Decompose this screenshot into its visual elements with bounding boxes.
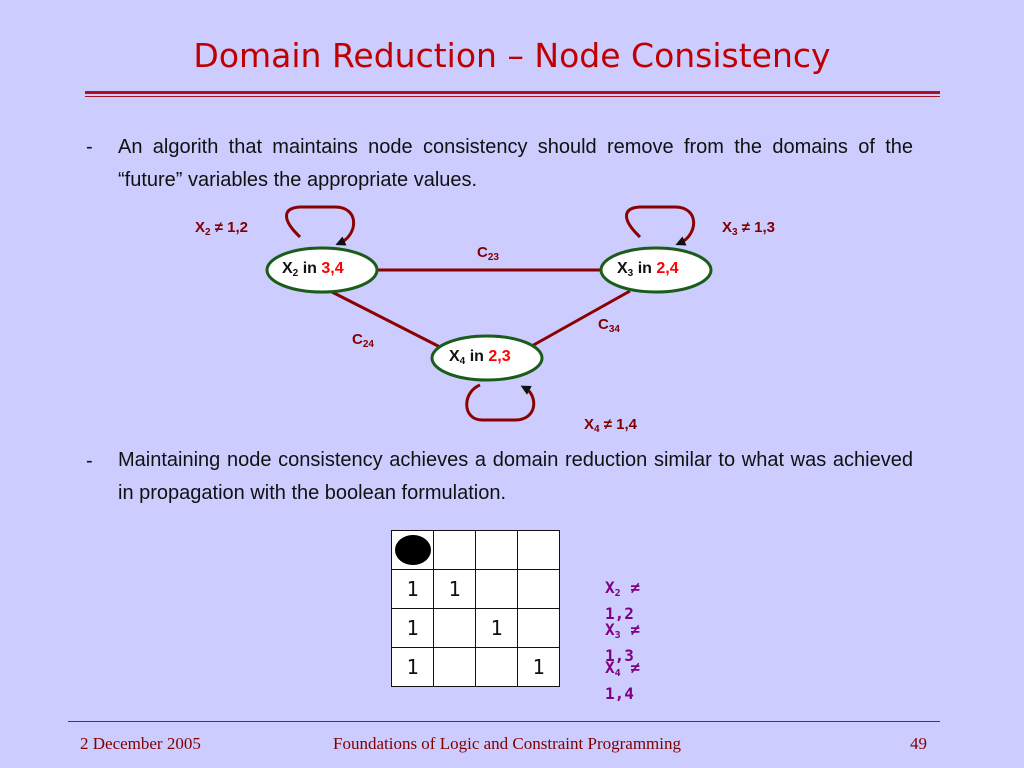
- board-cell: [517, 569, 560, 609]
- bullet-marker-2: -: [86, 450, 93, 472]
- node-x3: [599, 246, 713, 294]
- node-x4: [430, 334, 544, 382]
- slide-title: Domain Reduction – Node Consistency: [193, 36, 831, 75]
- board-cell: 1: [433, 569, 476, 609]
- edge-c34: [529, 289, 631, 349]
- footer-date: 2 December 2005: [80, 734, 201, 753]
- node-x2: [265, 246, 379, 294]
- board-cell: 1: [391, 608, 434, 648]
- board-label-x2: X2 ≠ 1,2: [605, 578, 640, 623]
- footer-page-number: 49: [910, 734, 927, 753]
- unary-label-x4: X4 ≠ 1,4: [584, 416, 638, 435]
- footer-rule: [68, 721, 940, 722]
- edge-label-c34: C34: [598, 316, 620, 335]
- self-loop-x2: [285, 205, 356, 246]
- board-cell: 1: [391, 569, 434, 609]
- edge-c24: [329, 289, 441, 349]
- node-x3-label: X3 in 2,4: [617, 260, 679, 279]
- node-x2-label: X2 in 3,4: [282, 260, 344, 279]
- board-row: [391, 530, 560, 570]
- board-cell-queen: [391, 530, 434, 570]
- board-cell: [433, 530, 476, 570]
- queen-icon: [394, 535, 431, 565]
- board-cell: [475, 647, 518, 687]
- board-cell: [475, 569, 518, 609]
- edge-label-c23: C23: [477, 244, 499, 263]
- self-loop-x4: [465, 383, 536, 422]
- unary-label-x2: X2 ≠ 1,2: [195, 219, 249, 238]
- footer-course: Foundations of Logic and Constraint Prog…: [333, 734, 681, 753]
- board-cell: [517, 608, 560, 648]
- title-rule-thin: [85, 96, 940, 97]
- board-cell: [517, 530, 560, 570]
- board-label-x4: X4 ≠ 1,4: [605, 658, 640, 703]
- board-cell: 1: [517, 647, 560, 687]
- queens-board: 1 1 1 1 1 1: [391, 530, 560, 687]
- board-row: 1 1: [391, 647, 560, 687]
- bullet-text-2: Maintaining node consistency achieves a …: [118, 449, 913, 504]
- board-cell: 1: [475, 608, 518, 648]
- node-x4-label: X4 in 2,3: [449, 348, 511, 367]
- bullet-marker-1: -: [86, 136, 93, 158]
- board-cell: [475, 530, 518, 570]
- self-loop-x3: [625, 205, 696, 246]
- board-row: 1 1: [391, 608, 560, 648]
- board-cell: [433, 608, 476, 648]
- edge-label-c24: C24: [352, 331, 374, 350]
- title-rule: [85, 91, 940, 94]
- board-row: 1 1: [391, 569, 560, 609]
- bullet-text-1: An algorith that maintains node consiste…: [118, 136, 913, 191]
- board-cell: 1: [391, 647, 434, 687]
- unary-label-x3: X3 ≠ 1,3: [722, 219, 776, 238]
- board-cell: [433, 647, 476, 687]
- board-label-x3: X3 ≠ 1,3: [605, 620, 640, 665]
